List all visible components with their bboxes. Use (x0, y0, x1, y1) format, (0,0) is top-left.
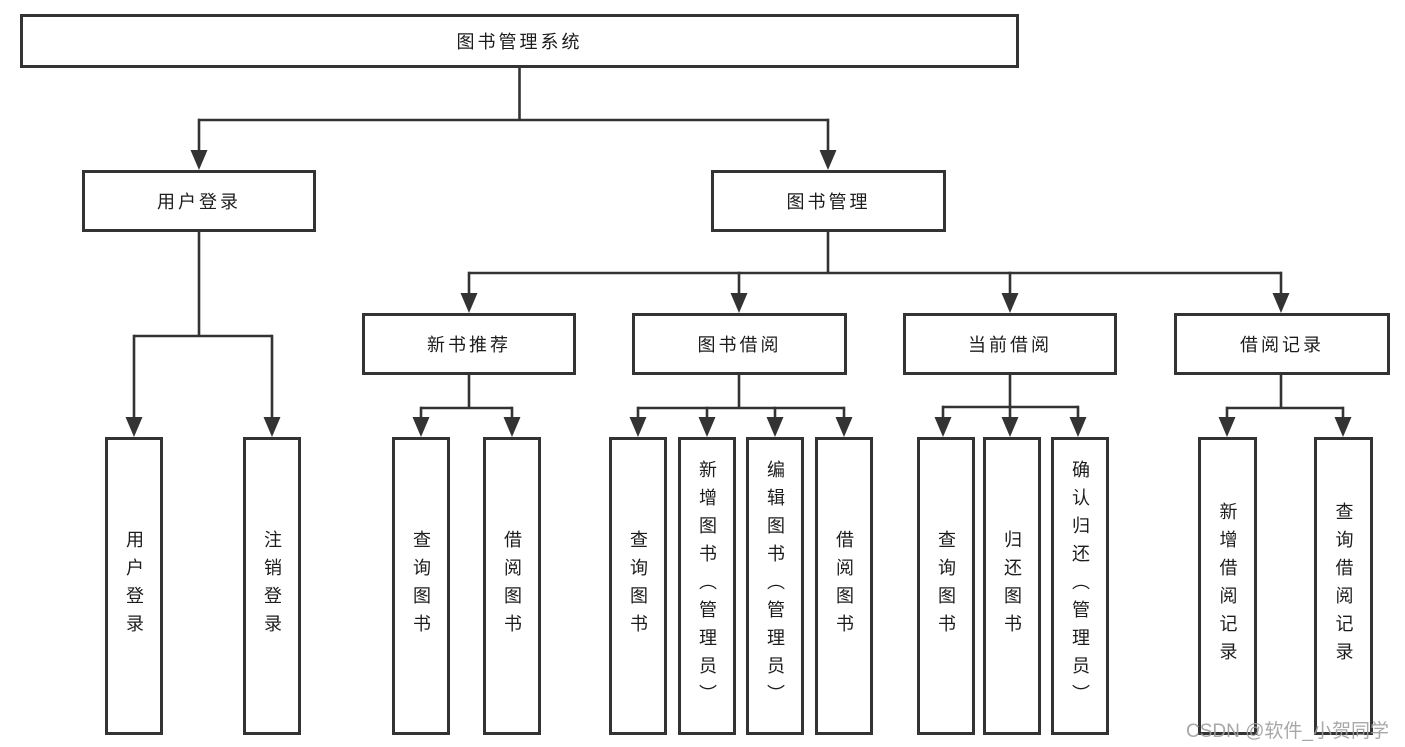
node-root: 图书管理系统 (20, 14, 1019, 68)
leaf-user-login-label: 用户登录 (124, 530, 144, 642)
leaf-borrow-books-label: 借阅图书 (834, 530, 854, 642)
node-current-borrowing: 当前借阅 (903, 313, 1117, 375)
leaf-query-borrow-record-label: 查询借阅记录 (1333, 502, 1354, 670)
leaf-query-books-current-label: 查询图书 (936, 530, 956, 642)
leaf-add-books-admin-label: 新增图书（管理员） (697, 460, 717, 712)
leaf-user-login: 用户登录 (105, 437, 163, 735)
leaf-logout: 注销登录 (243, 437, 301, 735)
node-book-borrowing: 图书借阅 (632, 313, 847, 375)
leaf-edit-books-admin: 编辑图书（管理员） (746, 437, 804, 735)
node-new-book-recommend: 新书推荐 (362, 313, 576, 375)
leaf-add-books-admin: 新增图书（管理员） (678, 437, 736, 735)
leaf-query-borrow-record: 查询借阅记录 (1314, 437, 1373, 735)
leaf-borrow-books-recommend-label: 借阅图书 (502, 530, 522, 642)
leaf-return-books-label: 归还图书 (1002, 530, 1022, 642)
leaf-borrow-books: 借阅图书 (815, 437, 873, 735)
node-user-login: 用户登录 (82, 170, 316, 232)
leaf-query-books-borrowing-label: 查询图书 (628, 530, 648, 642)
leaf-query-books-borrowing: 查询图书 (609, 437, 667, 735)
leaf-query-books-current: 查询图书 (917, 437, 975, 735)
leaf-add-borrow-record-label: 新增借阅记录 (1217, 502, 1238, 670)
leaf-confirm-return-admin-label: 确认归还（管理员） (1070, 460, 1090, 712)
leaf-edit-books-admin-label: 编辑图书（管理员） (765, 460, 785, 712)
node-book-management: 图书管理 (711, 170, 946, 232)
leaf-add-borrow-record: 新增借阅记录 (1198, 437, 1257, 735)
leaf-query-books-recommend: 查询图书 (392, 437, 450, 735)
watermark: CSDN @软件_小贺同学 (1186, 721, 1389, 742)
leaf-logout-label: 注销登录 (262, 530, 282, 642)
leaf-borrow-books-recommend: 借阅图书 (483, 437, 541, 735)
leaf-query-books-recommend-label: 查询图书 (411, 530, 431, 642)
leaf-confirm-return-admin: 确认归还（管理员） (1051, 437, 1109, 735)
node-borrowing-records: 借阅记录 (1174, 313, 1390, 375)
leaf-return-books: 归还图书 (983, 437, 1041, 735)
